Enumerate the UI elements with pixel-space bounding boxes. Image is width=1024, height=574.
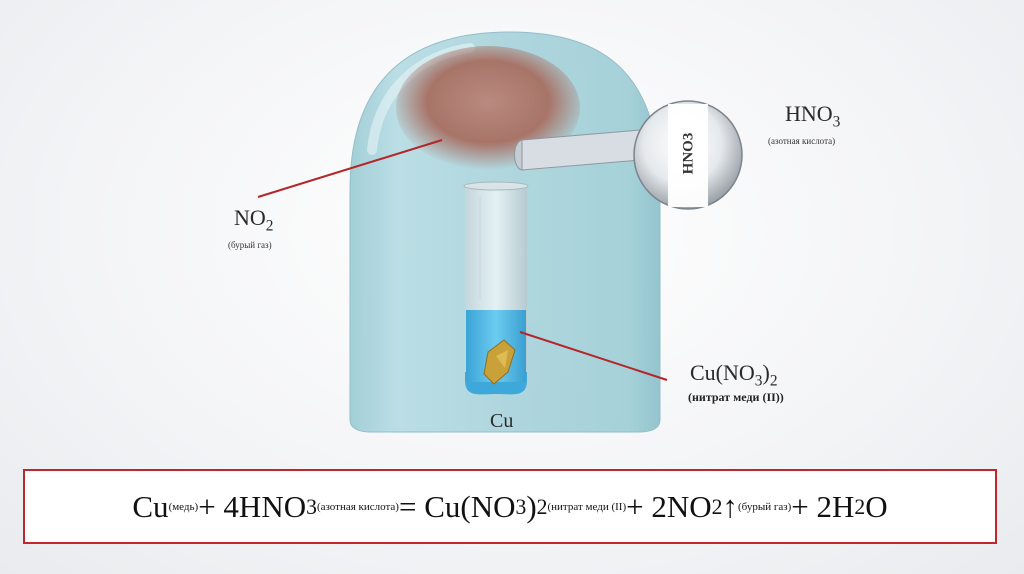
cuno3-label: Cu(NO3)2 <box>690 360 778 390</box>
cuno3-note: (нитрат меди (II)) <box>688 390 784 404</box>
test-tube-rim <box>463 181 529 191</box>
no2-note: (бурый газ) <box>228 240 272 250</box>
no2-label: NO2 <box>234 205 274 235</box>
cu-label: Cu <box>490 410 514 432</box>
flask-label: HNO3 <box>680 132 697 175</box>
flask-label-band <box>668 104 708 207</box>
hno3-note: (азотная кислота) <box>768 136 836 146</box>
cuno3-leader-line <box>519 331 668 381</box>
no2-leader-line <box>257 139 443 198</box>
hno3-label: HNO3 <box>785 101 841 131</box>
flask-neck-bend <box>514 139 523 171</box>
